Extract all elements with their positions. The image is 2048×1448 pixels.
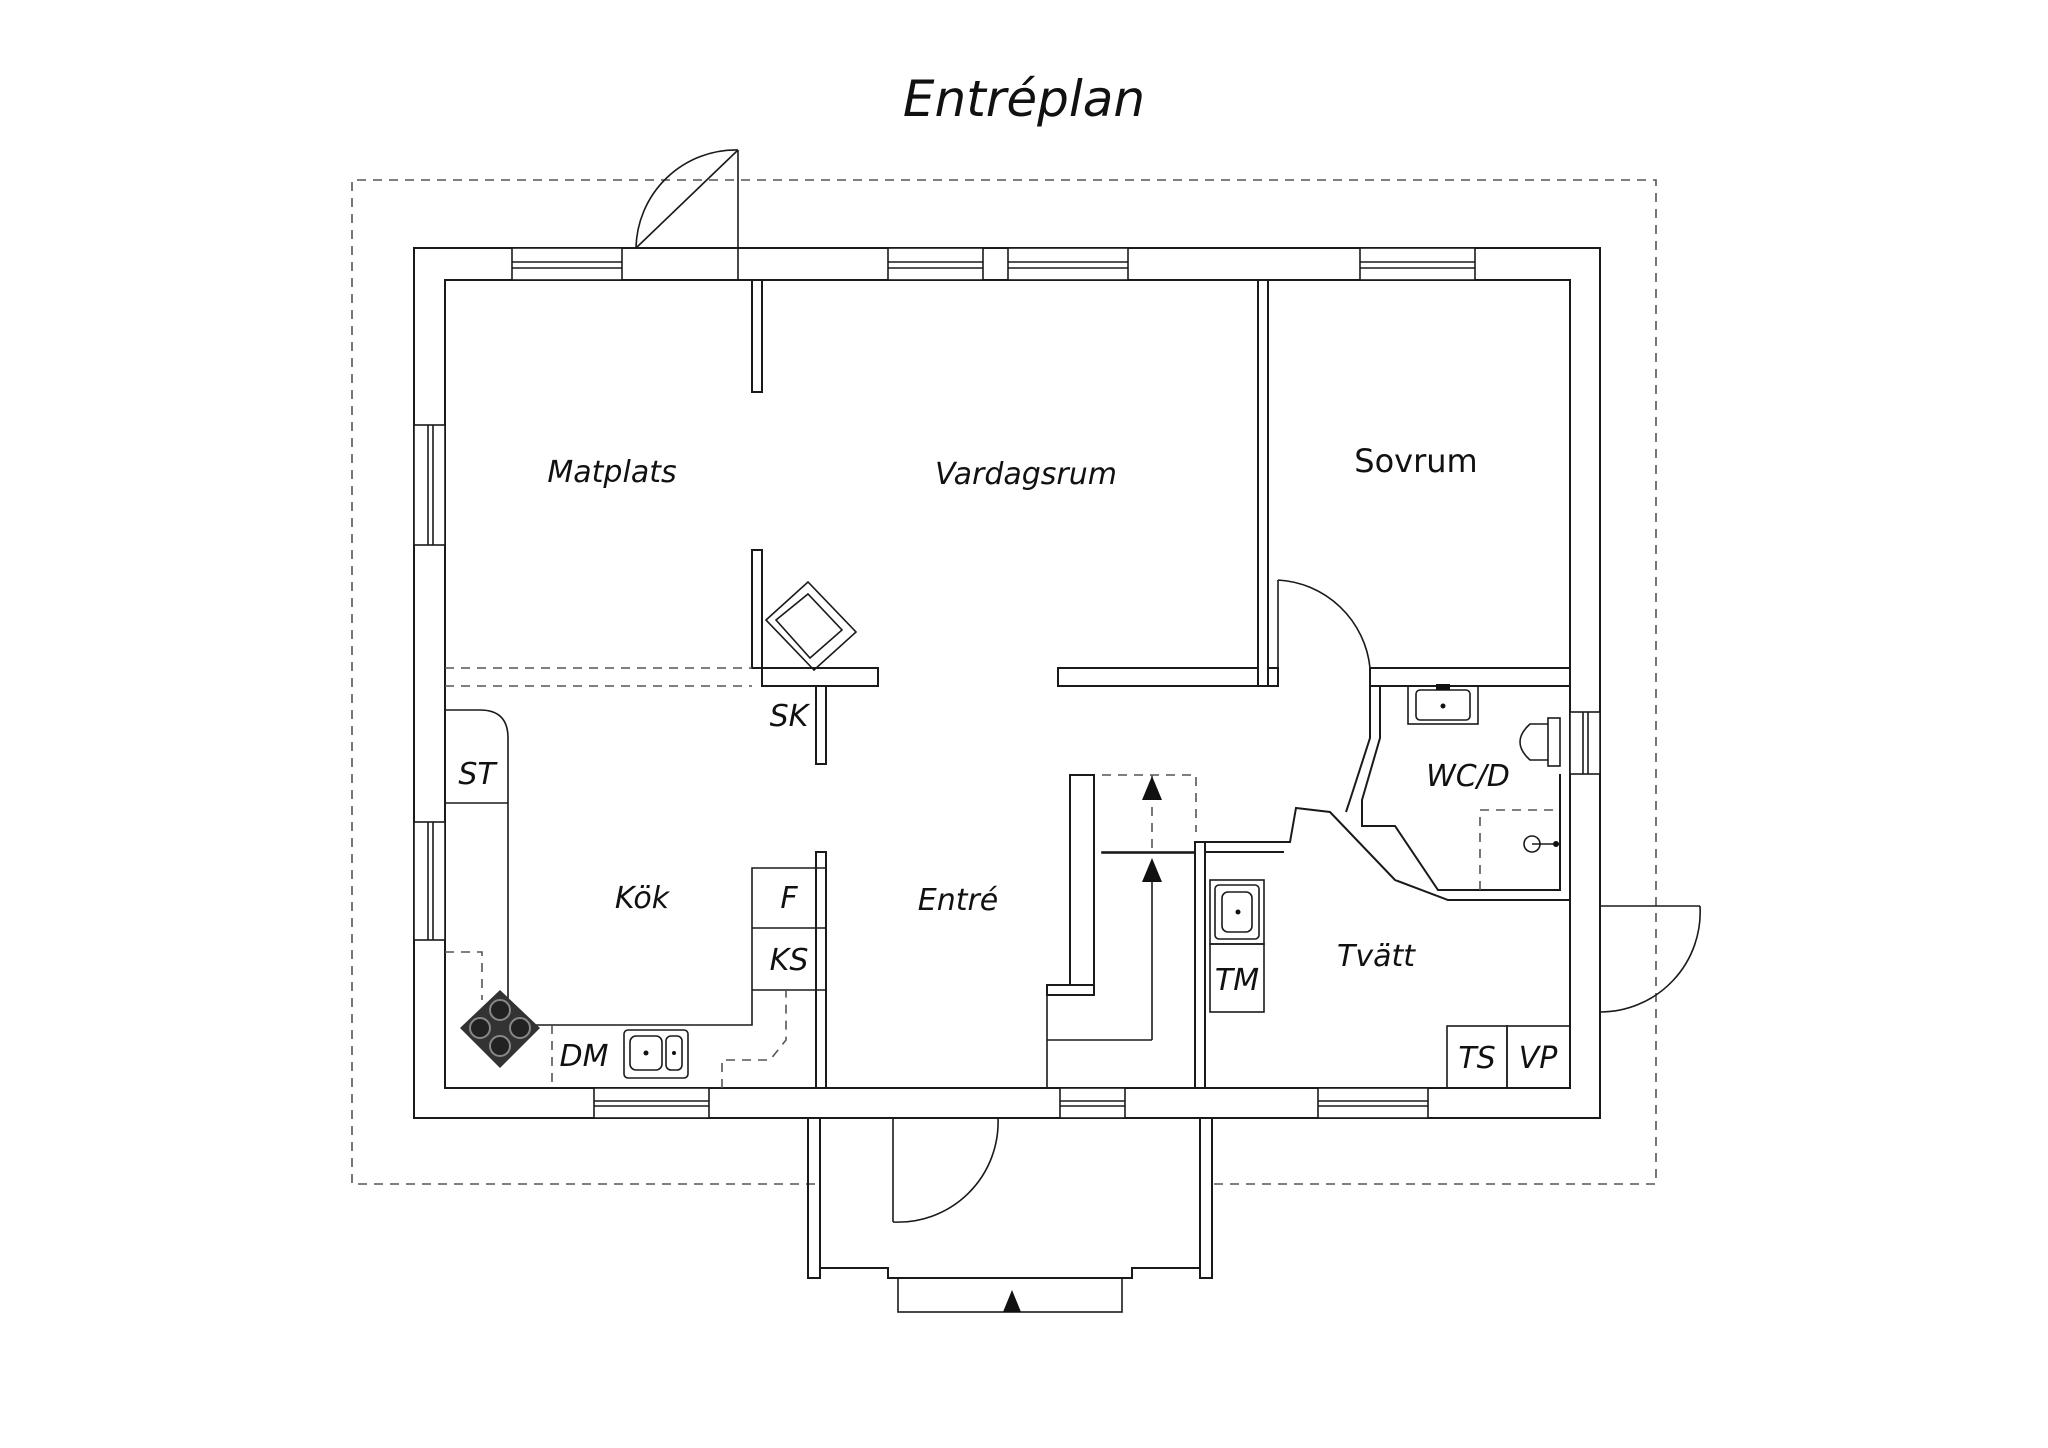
doors	[635, 149, 1701, 1223]
door-sovrum	[1277, 579, 1371, 669]
shower-icon	[1479, 809, 1560, 890]
room-label-kok: Kök	[615, 881, 671, 916]
room-label-tvatt: Tvätt	[1337, 939, 1416, 974]
window-right-wc	[1569, 711, 1601, 775]
fixture-label-vp: VP	[1519, 1041, 1559, 1076]
kitchen-sink-icon	[623, 1029, 689, 1079]
fixture-label-ks: KS	[770, 943, 809, 978]
entrance-arrow-icon	[1003, 1290, 1021, 1312]
door-tvatt-exterior	[1599, 905, 1701, 1013]
floor-boundaries	[445, 667, 752, 687]
room-label-sovrum: Sovrum	[1354, 442, 1477, 480]
window-top-vardagsrum-2	[1007, 247, 1129, 281]
door-matplats-exterior	[635, 149, 739, 280]
window-bottom-entre	[1059, 1087, 1126, 1119]
stove-icon	[460, 990, 540, 1068]
stair-arrow-lower-icon	[1142, 858, 1162, 882]
windows	[413, 247, 1601, 1119]
roof-outline	[351, 179, 1657, 1185]
window-bottom-tvatt	[1317, 1087, 1429, 1119]
room-label-entre: Entré	[918, 883, 999, 918]
plan-title: Entréplan	[903, 70, 1145, 128]
staircase	[1046, 774, 1197, 1088]
toilet-icon	[1519, 717, 1561, 767]
door-entre	[892, 1117, 999, 1223]
wc-fixtures	[1407, 684, 1561, 890]
exterior-walls	[413, 247, 1601, 1119]
stair-arrow-upper-icon	[1142, 776, 1162, 800]
window-top-vardagsrum-1	[887, 247, 984, 281]
room-label-wc-d: WC/D	[1426, 759, 1510, 794]
room-label-matplats: Matplats	[547, 455, 676, 490]
laundry-sink-icon	[1214, 884, 1260, 940]
front-porch	[807, 1118, 1213, 1313]
laundry-fixtures	[1209, 879, 1571, 1089]
fixture-label-sk: SK	[770, 699, 811, 734]
interior-walls	[751, 279, 1571, 1089]
fireplace-icon	[764, 580, 858, 672]
wc-sink-icon	[1407, 684, 1479, 725]
kitchen-counter	[445, 709, 826, 1088]
window-bottom-kok	[593, 1087, 710, 1119]
fixture-label-st: ST	[458, 757, 498, 792]
window-left-matplats	[413, 424, 446, 546]
window-top-sovrum	[1359, 247, 1476, 281]
fixture-label-f: F	[780, 881, 798, 916]
window-left-kok	[413, 821, 446, 941]
window-top-matplats	[511, 247, 623, 281]
fixture-label-ts: TS	[1458, 1041, 1495, 1076]
room-label-vardagsrum: Vardagsrum	[935, 457, 1117, 492]
fixture-label-tm: TM	[1215, 963, 1259, 998]
fixture-label-dm: DM	[560, 1039, 609, 1074]
